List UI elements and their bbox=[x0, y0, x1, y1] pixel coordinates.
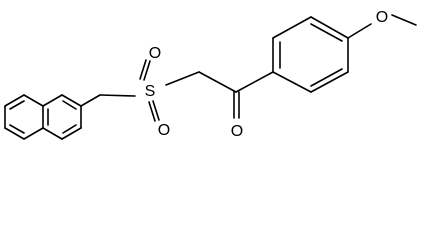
bond bbox=[61, 127, 82, 140]
bond bbox=[310, 16, 349, 39]
bond-double bbox=[148, 101, 156, 122]
bond bbox=[61, 94, 82, 107]
bond bbox=[235, 71, 274, 93]
bond bbox=[42, 127, 63, 140]
carbonyl-oxygen-label: O bbox=[231, 123, 243, 140]
sulfur-atom-label: S bbox=[145, 83, 156, 100]
bond-double-inner bbox=[310, 68, 343, 87]
molecule-structure: S O O O O bbox=[4, 9, 417, 140]
bond bbox=[347, 23, 372, 39]
bond bbox=[23, 127, 44, 140]
bond-double-inner bbox=[62, 124, 77, 134]
bond bbox=[99, 94, 136, 97]
bond bbox=[80, 94, 101, 107]
bond-double-inner bbox=[9, 124, 25, 134]
bond bbox=[391, 14, 417, 26]
bond bbox=[310, 71, 349, 93]
bond bbox=[4, 94, 25, 107]
bond-double bbox=[152, 100, 160, 121]
bond-double-inner bbox=[9, 100, 25, 110]
bond bbox=[42, 94, 63, 107]
bond bbox=[4, 127, 25, 140]
bond bbox=[198, 71, 237, 93]
bond bbox=[23, 94, 44, 107]
sulfonyl-oxygen-bottom-label: O bbox=[158, 122, 170, 139]
bond bbox=[165, 71, 200, 86]
bond-double bbox=[143, 60, 151, 81]
bond bbox=[272, 71, 312, 93]
atom-label-layer: S O O O O bbox=[145, 9, 389, 140]
sulfonyl-oxygen-top-label: O bbox=[149, 45, 161, 62]
bond bbox=[272, 16, 312, 39]
structure-canvas: S O O O O bbox=[4, 9, 417, 140]
bond-double-inner bbox=[62, 100, 77, 110]
methoxy-oxygen-label: O bbox=[376, 9, 388, 26]
bond-double-inner bbox=[310, 23, 343, 42]
bond-double bbox=[139, 59, 147, 80]
bond-layer bbox=[4, 14, 417, 140]
